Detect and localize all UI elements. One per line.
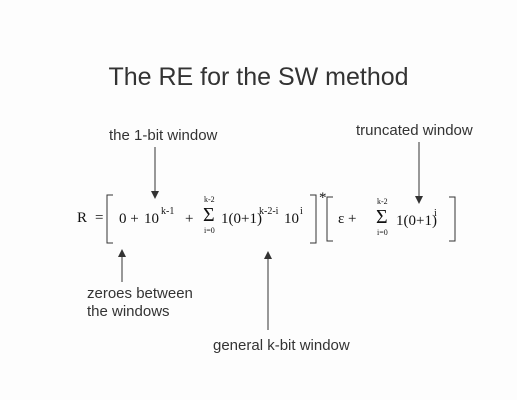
formula-equals: = [95, 210, 104, 226]
left-bracket-2 [326, 196, 333, 242]
left-bracket-1 [106, 194, 113, 244]
one-bit-window-label: the 1-bit window [109, 127, 218, 144]
formula-zero-plus: 0 + [119, 211, 139, 227]
truncated-window-label: truncated window [356, 122, 473, 139]
formula-plus: + [185, 211, 194, 227]
formula-exp-k-minus-1: k-1 [161, 206, 175, 217]
formula-term2-base: 1(0+1) [396, 213, 437, 229]
formula-ten: 10 [144, 211, 159, 227]
formula-ten-i-exp: i [300, 206, 303, 217]
sum2-lower-limit: i=0 [377, 228, 388, 237]
formula-ten-i-base: 10 [284, 211, 299, 227]
sum1-lower-limit: i=0 [204, 226, 215, 235]
sum2-symbol: Σ [376, 206, 388, 228]
right-bracket-2 [449, 196, 456, 242]
general-window-label: general k-bit window [213, 337, 350, 354]
zeroes-between-label-line1: zeroes between [87, 285, 193, 302]
arrow-general-head [264, 251, 272, 259]
sum1-upper-limit: k-2 [204, 195, 215, 204]
right-bracket-1 [310, 194, 317, 244]
formula-epsilon-plus: ε + [338, 211, 357, 227]
sum1-symbol: Σ [203, 204, 215, 226]
sum2-upper-limit: k-2 [377, 197, 388, 206]
slide-title: The RE for the SW method [108, 63, 409, 91]
zeroes-between-label-line2: the windows [87, 303, 170, 320]
formula-term-base: 1(0+1) [221, 211, 262, 227]
formula-lhs: R [77, 210, 88, 226]
arrow-one-bit-head [151, 191, 159, 199]
arrow-truncated-head [415, 196, 423, 204]
formula-term2-exp: i [434, 208, 437, 219]
arrow-zeroes-head [118, 249, 126, 257]
formula-term-exp: k-2-i [259, 206, 279, 217]
formula-kleene-star: * [319, 190, 327, 206]
